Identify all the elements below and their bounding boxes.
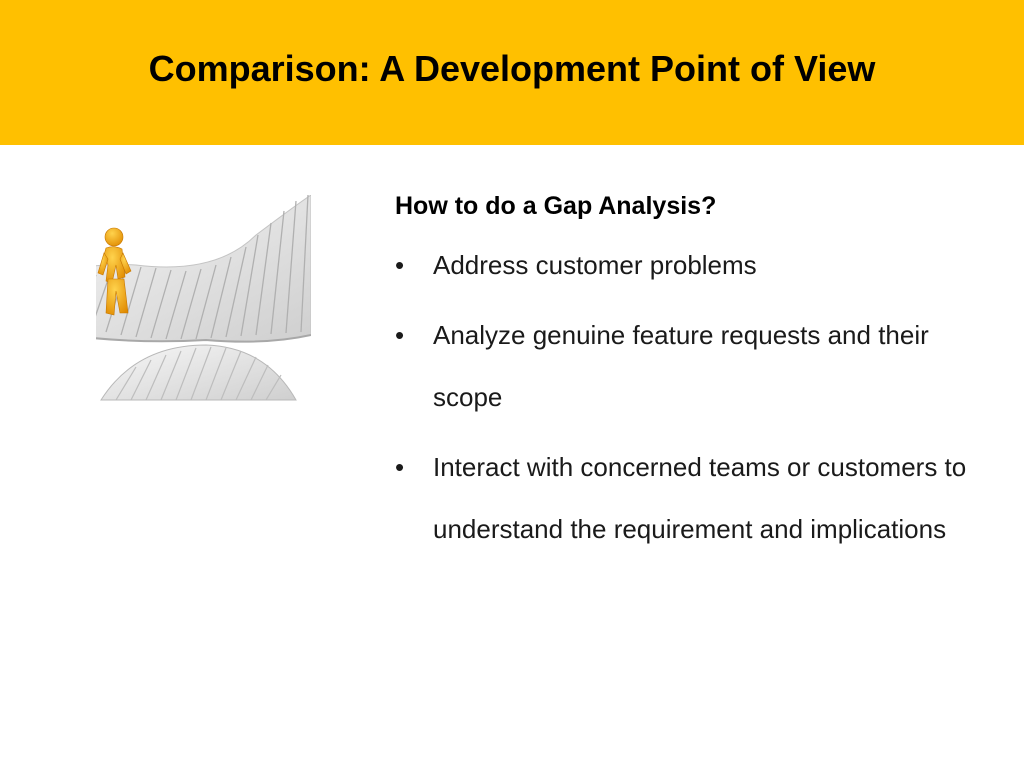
bullet-item: • Address customer problems [395, 234, 995, 296]
section-heading: How to do a Gap Analysis? [395, 192, 717, 220]
bullet-icon: • [395, 320, 405, 350]
bullet-icon: • [395, 452, 405, 482]
content-area: How to do a Gap Analysis? • Address cust… [395, 188, 995, 568]
upper-staircase [35, 194, 312, 343]
lower-staircase [100, 344, 297, 401]
bullet-text: Analyze genuine feature requests and the… [433, 320, 929, 412]
bullet-item: • Analyze genuine feature requests and t… [395, 304, 995, 428]
bullet-icon: • [395, 250, 405, 280]
bullet-text: Interact with concerned teams or custome… [433, 452, 967, 544]
slide-title: Comparison: A Development Point of View [148, 48, 876, 89]
bullet-item: • Interact with concerned teams or custo… [395, 436, 995, 560]
bullet-text: Address customer problems [433, 250, 757, 280]
bullet-list: • Address customer problems • Analyze ge… [395, 234, 995, 560]
title-bar: Comparison: A Development Point of View [0, 0, 1024, 145]
spiral-staircase-person-icon [35, 194, 312, 405]
walking-figure [97, 227, 132, 316]
